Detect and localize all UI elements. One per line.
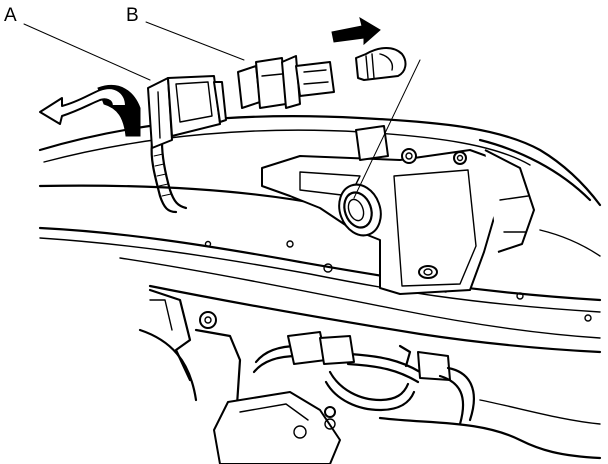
bulb-socket-b [237,55,335,109]
connector-a [147,75,227,149]
wire-harness [150,140,188,214]
leader-lines [23,21,421,199]
callout-label-a: A [4,5,17,26]
vehicle-body-outline [38,115,602,354]
bulb-socket-opening [338,183,382,237]
bulb [355,47,407,81]
lower-components [138,288,602,464]
rotate-arrow-icon [39,85,141,137]
callout-label-b: B [126,5,139,26]
headlight-bracket [261,125,535,295]
pull-arrow-icon [331,16,381,46]
